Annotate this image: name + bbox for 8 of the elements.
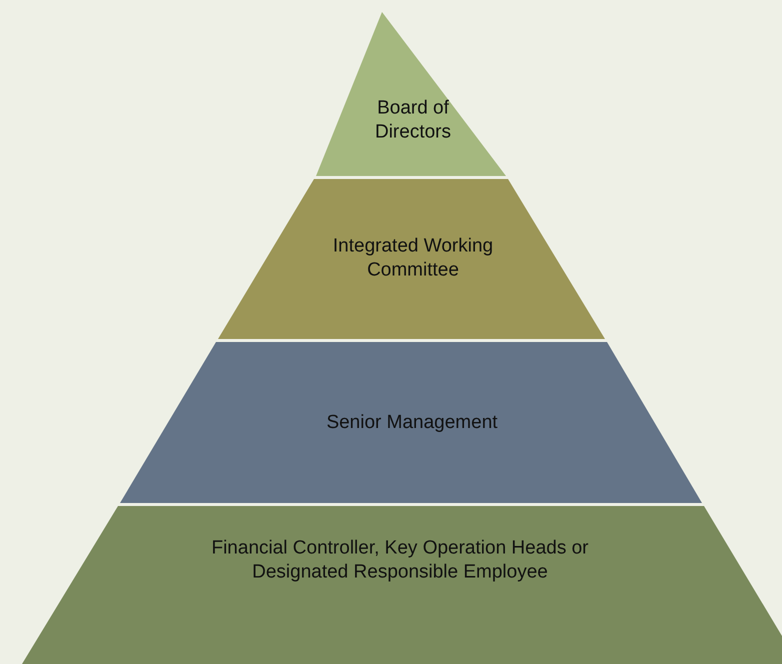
pyramid-tier [22,506,782,664]
tier-label: Board of Directors [374,96,452,144]
tier-label: Financial Controller, Key Operation Heads or Designated Responsible Employee [210,536,590,584]
pyramid-tier [316,12,506,176]
pyramid-tier [218,179,605,339]
tier-label: Senior Management [325,411,499,435]
tier-label: Integrated Working Committee [332,234,494,282]
pyramid-tier [120,342,702,503]
